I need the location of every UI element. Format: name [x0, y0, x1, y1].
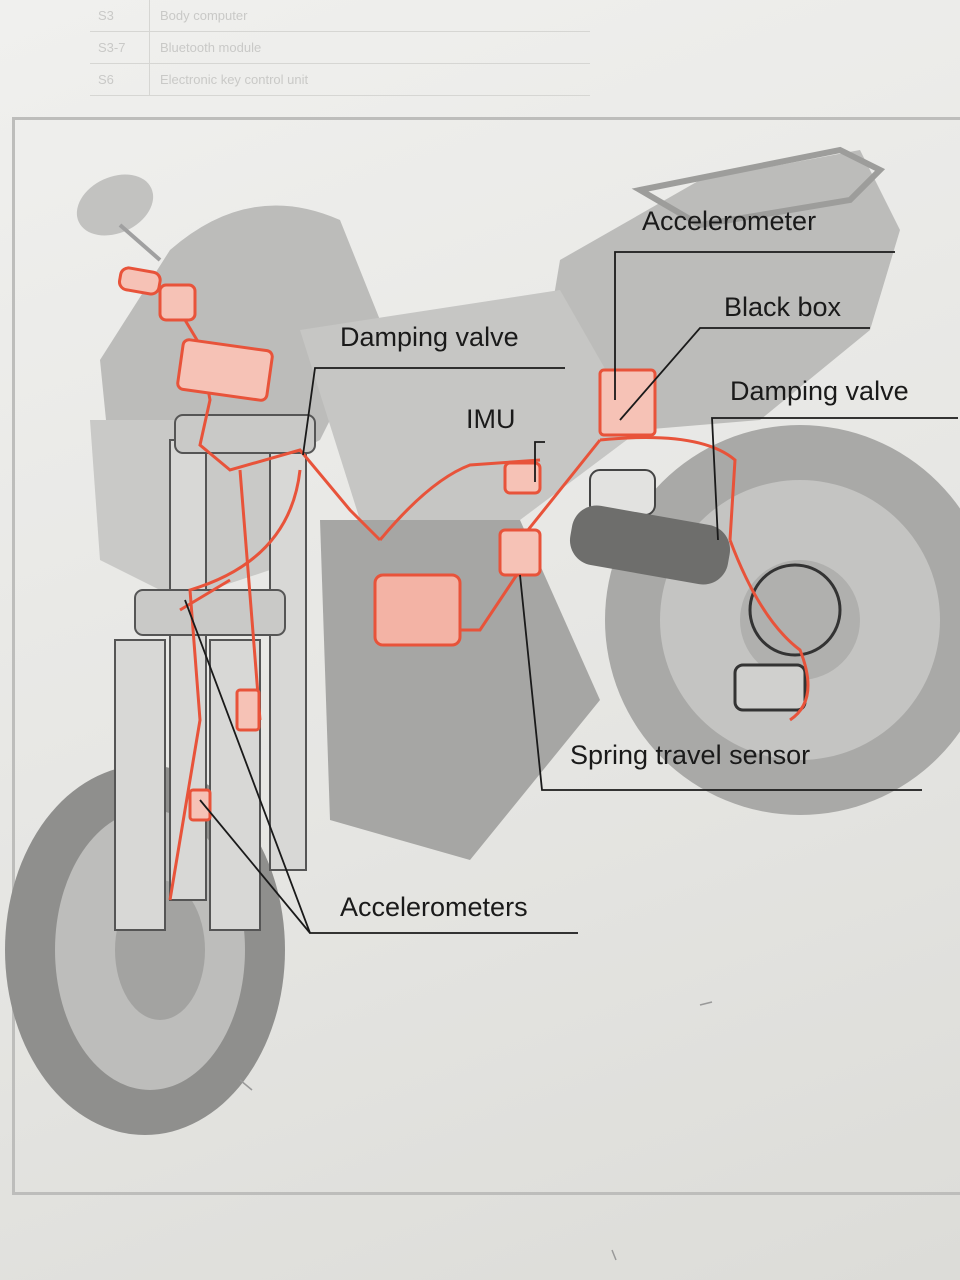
paper-marks [239, 1001, 713, 1261]
background-parts-table: S3 Body computer S3-7 Bluetooth module S… [90, 0, 590, 96]
leader-damping-valve-rear [711, 417, 958, 541]
luggage-rack [631, 146, 886, 229]
leader-accelerometers-b [199, 799, 311, 934]
callout-damping-valve-front: Damping valve [340, 322, 519, 352]
leader-spring-travel-sensor [519, 574, 922, 791]
mirror [76, 174, 162, 262]
leader-lines [184, 251, 958, 934]
table-cell: Body computer [160, 8, 248, 23]
abs-unit [373, 573, 462, 647]
table-cell: S3-7 [90, 32, 150, 63]
rear-brake-assembly [733, 563, 842, 712]
figure-frame [12, 117, 960, 1195]
leader-black-box [619, 327, 870, 421]
callout-spring-travel-sensor: Spring travel sensor [570, 740, 811, 770]
leader-accelerometer [614, 251, 895, 400]
table-cell: Bluetooth module [160, 40, 262, 55]
callout-accelerometer: Accelerometer [642, 206, 817, 236]
table-cell: S3 [90, 0, 150, 31]
table-row: S3 Body computer [90, 0, 590, 32]
callout-black-box: Black box [724, 292, 842, 322]
table-cell: S6 [90, 64, 150, 95]
callout-damping-valve-rear: Damping valve [730, 376, 909, 406]
callout-imu: IMU [466, 404, 516, 434]
rear-shock-absorber [569, 469, 731, 585]
table-cell: Electronic key control unit [160, 72, 309, 87]
wired-components [117, 266, 657, 822]
callout-accelerometers: Accelerometers [340, 892, 528, 922]
table-row: S6 Electronic key control unit [90, 64, 590, 96]
leader-imu [534, 441, 545, 482]
table-row: S3-7 Bluetooth module [90, 32, 590, 64]
leader-damping-valve-front [302, 367, 565, 456]
